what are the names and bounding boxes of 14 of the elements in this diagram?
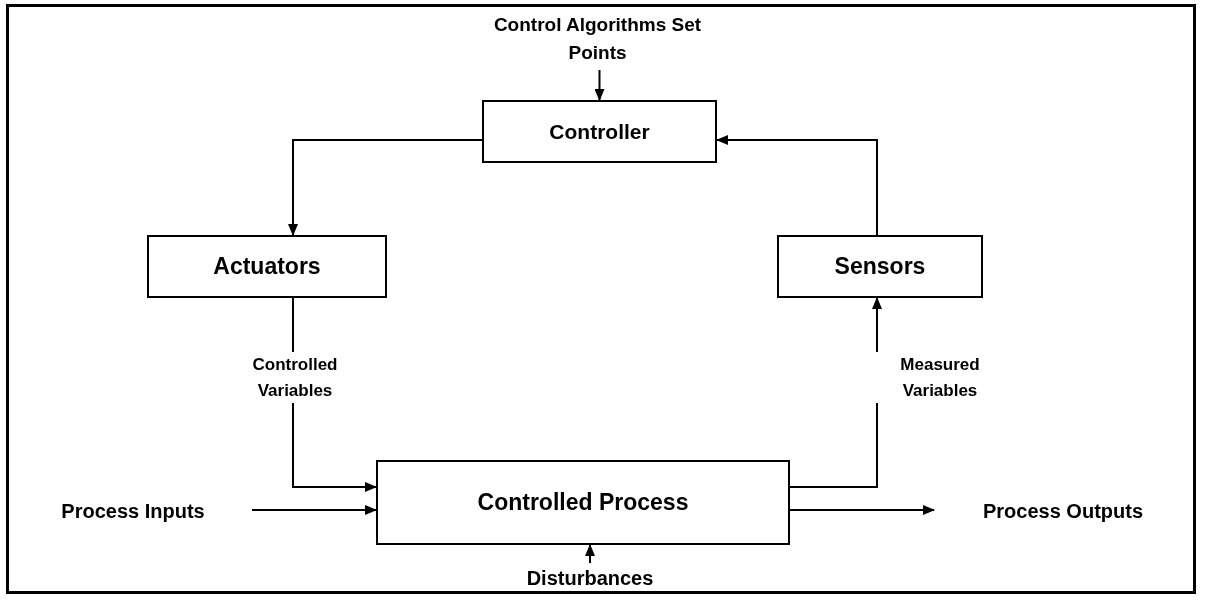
arrow [288, 139, 483, 236]
arrow [789, 505, 935, 515]
label: Process Outputs [982, 499, 1143, 524]
arrow [251, 505, 377, 515]
process-box: Sensors [777, 235, 983, 298]
arrow [594, 69, 605, 101]
arrow [585, 544, 595, 564]
arrow [716, 135, 878, 236]
label: Control Algorithms Set Points [492, 12, 703, 65]
process-box: Controlled Process [376, 460, 790, 545]
label: Process Inputs [61, 499, 205, 524]
process-box: Actuators [147, 235, 387, 298]
process-box: Controller [482, 100, 717, 163]
label: Disturbances [526, 566, 654, 591]
